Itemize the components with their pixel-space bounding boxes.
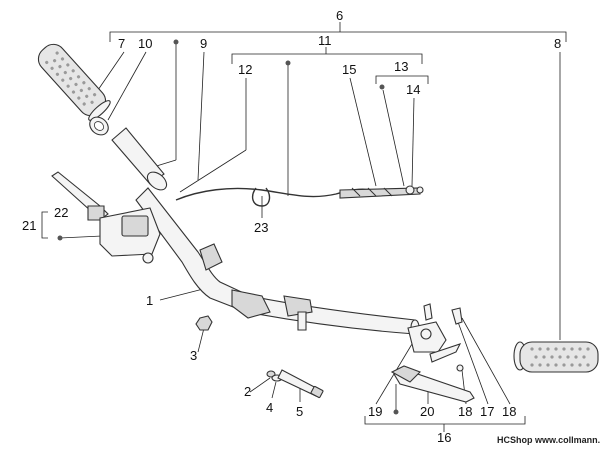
label-21: 21 [22,218,36,233]
reference-dots [57,39,399,415]
label-18b: 18 [502,404,516,419]
part-labels: 6 7 10 9 11 8 12 15 13 14 22 21 23 1 3 2… [22,8,561,445]
label-22: 22 [54,205,68,220]
throttle-cable [175,185,424,207]
label-16: 16 [437,430,451,445]
label-14: 14 [406,82,420,97]
label-1: 1 [146,293,153,308]
label-12: 12 [238,62,252,77]
leader-lines [59,44,561,412]
nut [195,315,213,331]
label-20: 20 [420,404,434,419]
label-2: 2 [244,384,251,399]
label-15: 15 [342,62,356,77]
right-grip [513,341,599,373]
label-3: 3 [190,348,197,363]
label-4: 4 [266,400,273,415]
handlebar-tube [135,187,420,335]
bolt-assembly [266,369,324,399]
label-19: 19 [368,404,382,419]
group-brackets [41,22,567,432]
throttle-sleeve [111,127,168,191]
label-9: 9 [200,36,207,51]
left-grip [37,43,111,121]
label-5: 5 [296,404,303,419]
label-6: 6 [336,8,343,23]
master-cylinder [99,207,161,264]
watermark: HCShop www.collmann.eu [497,435,600,445]
label-10: 10 [138,36,152,51]
label-7: 7 [118,36,125,51]
label-23: 23 [254,220,268,235]
label-17: 17 [480,404,494,419]
ring-washer [89,116,109,136]
label-18a: 18 [458,404,472,419]
right-lever-assembly [390,303,475,403]
label-13: 13 [394,59,408,74]
label-11: 11 [318,33,332,48]
label-8: 8 [554,36,561,51]
